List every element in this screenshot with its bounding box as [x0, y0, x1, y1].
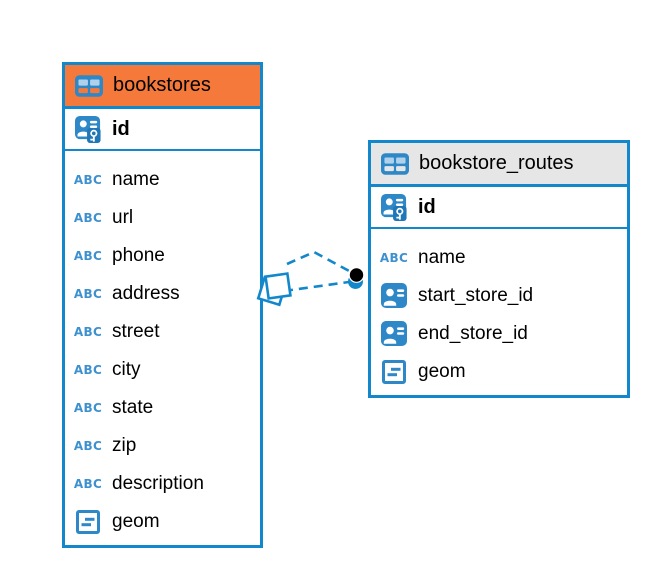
field-list: ABC name ABC url ABC phone ABC address A…: [65, 151, 260, 545]
text-type-icon: ABC: [73, 173, 103, 187]
relationship-endpoint-dot-blue[interactable]: [348, 274, 363, 289]
field-name: id: [112, 117, 130, 140]
field-row-address[interactable]: ABC address: [73, 275, 252, 313]
field-name: address: [112, 283, 180, 304]
field-row-zip[interactable]: ABC zip: [73, 427, 252, 465]
text-type-icon: ABC: [73, 249, 103, 263]
primary-key-icon: [381, 193, 408, 222]
field-name: state: [112, 397, 154, 418]
table-title: bookstores: [113, 74, 211, 96]
relationship-source-marker[interactable]: [256, 272, 292, 307]
foreign-key-icon: [381, 283, 407, 309]
field-name: zip: [112, 435, 137, 456]
text-type-icon: ABC: [73, 439, 103, 453]
text-type-icon: ABC: [379, 251, 409, 265]
relationship-line-straight[interactable]: [283, 280, 350, 293]
field-row-url[interactable]: ABC url: [73, 199, 252, 237]
text-type-icon: ABC: [73, 477, 103, 491]
field-row-id[interactable]: id: [65, 109, 260, 151]
field-name: geom: [112, 511, 160, 532]
field-name: id: [418, 195, 436, 218]
field-row-city[interactable]: ABC city: [73, 351, 252, 389]
relationship-endpoint-dot-black[interactable]: [348, 267, 365, 283]
table-bookstores-header[interactable]: bookstores: [65, 65, 260, 109]
relationship-line-bent[interactable]: [286, 250, 352, 274]
field-row-start-store-id[interactable]: start_store_id: [379, 277, 619, 315]
table-icon: [75, 75, 103, 97]
text-type-icon: ABC: [73, 401, 103, 415]
field-name: name: [418, 247, 466, 268]
field-row-street[interactable]: ABC street: [73, 313, 252, 351]
table-title: bookstore_routes: [419, 152, 574, 174]
field-row-id[interactable]: id: [371, 187, 627, 229]
field-name: geom: [418, 361, 466, 382]
field-row-name[interactable]: ABC name: [73, 161, 252, 199]
field-name: street: [112, 321, 160, 342]
field-name: phone: [112, 245, 165, 266]
table-bookstore-routes-header[interactable]: bookstore_routes: [371, 143, 627, 187]
text-type-icon: ABC: [73, 325, 103, 339]
field-row-phone[interactable]: ABC phone: [73, 237, 252, 275]
geometry-type-icon: [382, 360, 406, 384]
field-name: start_store_id: [418, 285, 534, 306]
table-bookstore-routes[interactable]: bookstore_routes id ABC name start_store…: [368, 140, 630, 398]
text-type-icon: ABC: [73, 287, 103, 301]
field-row-state[interactable]: ABC state: [73, 389, 252, 427]
field-name: name: [112, 169, 160, 190]
foreign-key-icon: [381, 321, 407, 347]
table-icon: [381, 153, 409, 175]
field-name: description: [112, 473, 204, 494]
text-type-icon: ABC: [73, 211, 103, 225]
field-row-name[interactable]: ABC name: [379, 239, 619, 277]
primary-key-icon: [75, 115, 102, 144]
field-row-geom[interactable]: geom: [379, 353, 619, 391]
field-name: url: [112, 207, 134, 228]
geometry-type-icon: [76, 510, 100, 534]
text-type-icon: ABC: [73, 363, 103, 377]
field-row-geom[interactable]: geom: [73, 503, 252, 541]
field-row-description[interactable]: ABC description: [73, 465, 252, 503]
field-name: city: [112, 359, 141, 380]
table-bookstores[interactable]: bookstores id ABC name ABC url ABC phone…: [62, 62, 263, 548]
field-list: ABC name start_store_id end_store_id geo…: [371, 229, 627, 395]
field-row-end-store-id[interactable]: end_store_id: [379, 315, 619, 353]
field-name: end_store_id: [418, 323, 528, 344]
